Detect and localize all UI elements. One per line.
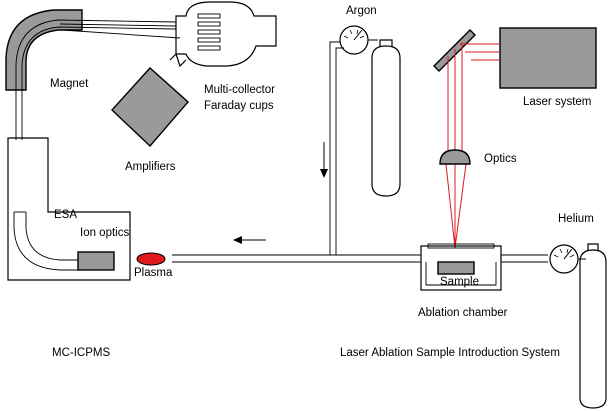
ablation-chamber [420, 245, 502, 291]
helium-label: Helium [558, 213, 594, 225]
la-system-label: Laser Ablation Sample Introduction Syste… [340, 347, 560, 359]
multi-collector-label: Multi-collector [204, 84, 275, 96]
faraday-cups [197, 13, 221, 51]
argon-line-inner [335, 47, 344, 255]
ablation-chamber-inner [425, 262, 497, 286]
mass-spectrometer-housing [7, 137, 131, 281]
amplifiers-box [111, 67, 189, 148]
optics-lens [439, 149, 471, 165]
faraday-cups-label: Faraday cups [204, 100, 274, 112]
flight-tube-outer [15, 19, 177, 140]
mc-icpms-label: MC-ICPMS [52, 347, 110, 359]
helium-regulator-gauge [549, 244, 579, 274]
argon-cylinder [371, 45, 401, 197]
amplifier-connector [169, 52, 187, 68]
sample-label: Sample [440, 276, 479, 288]
flow-arrow-left [233, 236, 266, 244]
laser-system-box [499, 27, 597, 89]
esa-plate-inner [25, 212, 61, 261]
argon-regulator-gauge [339, 25, 369, 55]
multi-collector-chamber [175, 1, 277, 67]
argon-line-outer [329, 41, 340, 255]
esa-label: ESA [54, 209, 77, 221]
ion-optics [77, 251, 115, 271]
laser-system-label: Laser system [523, 96, 591, 108]
amplifiers-label: Amplifiers [125, 161, 176, 173]
esa-plate-outer [13, 212, 61, 271]
flight-tube-beam-a [59, 23, 177, 27]
helium-cylinder-valve [587, 243, 599, 250]
flight-tube-beam-b [61, 29, 181, 39]
helium-cylinder [579, 249, 607, 409]
magnet-label: Magnet [50, 78, 89, 90]
flow-arrow-down [320, 142, 328, 178]
sample-block [437, 261, 475, 275]
argon-label: Argon [346, 5, 377, 17]
laser-beams [445, 42, 500, 249]
optics-label: Optics [484, 153, 517, 165]
plasma-label: Plasma [134, 267, 173, 279]
argon-cylinder-valve [379, 39, 393, 46]
ablation-chamber-window [427, 243, 495, 249]
flight-tube-inner [21, 26, 177, 140]
plasma-torch [136, 252, 166, 266]
ion-optics-label: Ion optics [80, 227, 129, 239]
ablation-chamber-label: Ablation chamber [418, 307, 508, 319]
